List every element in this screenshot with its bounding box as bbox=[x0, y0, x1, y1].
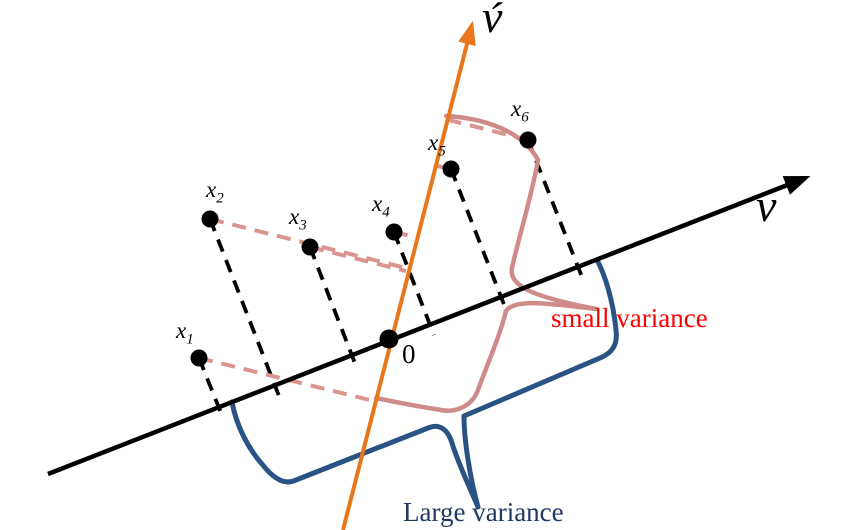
point-x2-label: x2 bbox=[206, 177, 224, 207]
point-x6-label: x6 bbox=[511, 96, 529, 126]
point-x5-dot bbox=[442, 160, 460, 178]
point-x4-label: x4 bbox=[372, 191, 390, 221]
v-prime-axis-label: v́ bbox=[482, 0, 503, 42]
projection-x3-to-v bbox=[308, 246, 358, 367]
point-x3-label: x3 bbox=[289, 204, 307, 234]
origin-label: 0 bbox=[402, 339, 416, 369]
v-axis-label: v bbox=[756, 180, 777, 231]
large-variance-brace bbox=[229, 257, 619, 510]
projection-x2-to-v bbox=[208, 218, 281, 397]
point-x6-dot bbox=[519, 131, 537, 149]
point-x1-dot bbox=[190, 349, 208, 367]
point-x2-dot bbox=[201, 210, 219, 228]
small-variance-brace bbox=[373, 113, 599, 413]
v-axis bbox=[47, 175, 811, 477]
projection-x4-to-v bbox=[392, 231, 436, 336]
v-prime-axis bbox=[341, 20, 476, 530]
large-variance-label: Large variance bbox=[403, 497, 564, 527]
projection-x3-to-v-prime bbox=[309, 245, 407, 273]
projection-x5-to-v bbox=[449, 168, 507, 308]
origin-dot bbox=[379, 329, 399, 349]
point-x5-label: x5 bbox=[428, 130, 446, 160]
projection-x1-to-v-prime bbox=[198, 356, 375, 403]
point-x4-dot bbox=[385, 223, 403, 241]
small-variance-label: small variance bbox=[551, 303, 708, 333]
point-x1-label: x1 bbox=[176, 318, 194, 348]
projection-x6-to-v-prime bbox=[444, 117, 529, 142]
point-x3-dot bbox=[301, 238, 319, 256]
